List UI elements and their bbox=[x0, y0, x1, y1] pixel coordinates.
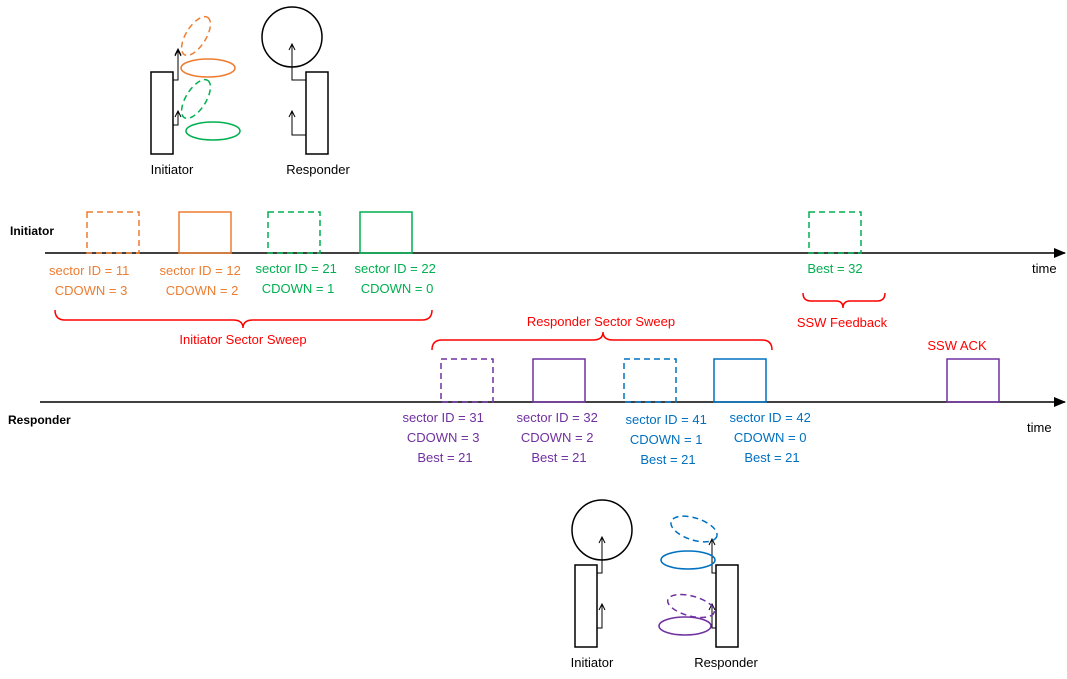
bottom-initiator-antenna-1-icon bbox=[598, 535, 606, 544]
initiator-timeline-label: Initiator bbox=[10, 224, 54, 238]
responder-frame-1 bbox=[440, 358, 494, 403]
responder-frame-1-line-1: sector ID = 31 bbox=[403, 410, 484, 425]
initiator-frame-2 bbox=[178, 211, 232, 254]
initiator-sweep-label: Initiator Sector Sweep bbox=[179, 332, 306, 347]
responder-frame-3-line-2: CDOWN = 1 bbox=[630, 432, 703, 447]
orange-solid-beam bbox=[180, 58, 236, 78]
ssw-feedback-frame bbox=[808, 211, 862, 254]
bottom-responder-device bbox=[715, 564, 739, 648]
orange-dashed-beam bbox=[180, 15, 212, 57]
ssw-feedback-frame-label: Best = 32 bbox=[807, 261, 862, 276]
responder-frame-3 bbox=[623, 358, 677, 403]
purple-solid-beam bbox=[658, 616, 712, 636]
top-initiator-antenna-2-icon bbox=[174, 109, 182, 118]
top-initiator-antenna-mast bbox=[173, 50, 179, 81]
responder-frame-3-label: sector ID = 41 CDOWN = 1 Best = 21 bbox=[626, 412, 711, 467]
ssw-feedback-label: SSW Feedback bbox=[797, 315, 888, 330]
initiator-frame-1 bbox=[86, 211, 140, 254]
responder-frame-1-line-2: CDOWN = 3 bbox=[407, 430, 480, 445]
responder-frame-1-label: sector ID = 31 CDOWN = 3 Best = 21 bbox=[403, 410, 488, 465]
initiator-timeline: Initiator time sector ID = 11 CDOWN = 3 … bbox=[10, 211, 1066, 347]
bottom-responder-label: Responder bbox=[694, 655, 758, 670]
initiator-frame-4 bbox=[359, 211, 413, 254]
bottom-initiator-antenna-2-icon bbox=[598, 602, 606, 611]
initiator-frame-2-line-2: CDOWN = 2 bbox=[166, 283, 239, 298]
bottom-figure: Initiator Responder bbox=[571, 499, 758, 670]
initiator-frame-4-line-2: CDOWN = 0 bbox=[361, 281, 434, 296]
top-responder-device bbox=[305, 71, 329, 155]
bottom-responder-antenna-1-icon bbox=[708, 537, 716, 546]
ssw-ack-frame bbox=[946, 358, 1000, 403]
top-responder-label: Responder bbox=[286, 162, 350, 177]
initiator-frame-4-label: sector ID = 22 CDOWN = 0 bbox=[355, 261, 440, 296]
bottom-initiator-label: Initiator bbox=[571, 655, 614, 670]
responder-frame-2-line-3: Best = 21 bbox=[531, 450, 586, 465]
initiator-frame-4-line-1: sector ID = 22 bbox=[355, 261, 436, 276]
initiator-frame-3 bbox=[267, 211, 321, 254]
blue-solid-beam bbox=[660, 550, 716, 570]
responder-time-label: time bbox=[1027, 420, 1052, 435]
responder-frame-2-line-1: sector ID = 32 bbox=[517, 410, 598, 425]
responder-timeline-label: Responder bbox=[8, 413, 71, 427]
initiator-frame-3-label: sector ID = 21 CDOWN = 1 bbox=[256, 261, 341, 296]
bottom-initiator-device bbox=[574, 564, 598, 648]
ssw-ack-label: SSW ACK bbox=[927, 338, 987, 353]
responder-frame-4-line-3: Best = 21 bbox=[744, 450, 799, 465]
green-dashed-beam bbox=[180, 78, 212, 120]
blue-dashed-beam bbox=[670, 515, 718, 543]
green-solid-beam bbox=[185, 121, 241, 141]
responder-frame-4-line-1: sector ID = 42 bbox=[730, 410, 811, 425]
initiator-time-label: time bbox=[1032, 261, 1057, 276]
responder-frame-4 bbox=[713, 358, 767, 403]
responder-frame-2 bbox=[532, 358, 586, 403]
initiator-frame-2-line-1: sector ID = 12 bbox=[160, 263, 241, 278]
responder-frame-4-label: sector ID = 42 CDOWN = 0 Best = 21 bbox=[730, 410, 815, 465]
responder-sweep-brace bbox=[431, 331, 773, 351]
initiator-frame-1-line-1: sector ID = 11 bbox=[49, 263, 129, 278]
ssw-feedback-brace bbox=[802, 292, 886, 309]
top-figure: Initiator Responder bbox=[150, 6, 350, 177]
top-initiator-device bbox=[150, 71, 174, 155]
top-responder-antenna-2-icon bbox=[288, 109, 296, 118]
responder-frame-2-line-2: CDOWN = 2 bbox=[521, 430, 594, 445]
responder-frame-1-line-3: Best = 21 bbox=[417, 450, 472, 465]
initiator-frame-1-label: sector ID = 11 CDOWN = 3 bbox=[49, 263, 133, 298]
purple-dashed-beam bbox=[666, 593, 716, 619]
top-responder-antenna-1-icon bbox=[288, 42, 296, 51]
top-initiator-label: Initiator bbox=[151, 162, 194, 177]
responder-sweep-label: Responder Sector Sweep bbox=[527, 314, 675, 329]
initiator-frame-1-line-2: CDOWN = 3 bbox=[55, 283, 128, 298]
initiator-sweep-brace bbox=[54, 309, 433, 329]
responder-frame-3-line-1: sector ID = 41 bbox=[626, 412, 707, 427]
responder-frame-4-line-2: CDOWN = 0 bbox=[734, 430, 807, 445]
responder-frame-3-line-3: Best = 21 bbox=[640, 452, 695, 467]
responder-timeline: Responder Sector Sweep SSW ACK Responder… bbox=[8, 314, 1066, 467]
responder-frame-2-label: sector ID = 32 CDOWN = 2 Best = 21 bbox=[517, 410, 602, 465]
initiator-frame-3-line-2: CDOWN = 1 bbox=[262, 281, 335, 296]
initiator-frame-2-label: sector ID = 12 CDOWN = 2 bbox=[160, 263, 245, 298]
initiator-frame-3-line-1: sector ID = 21 bbox=[256, 261, 337, 276]
